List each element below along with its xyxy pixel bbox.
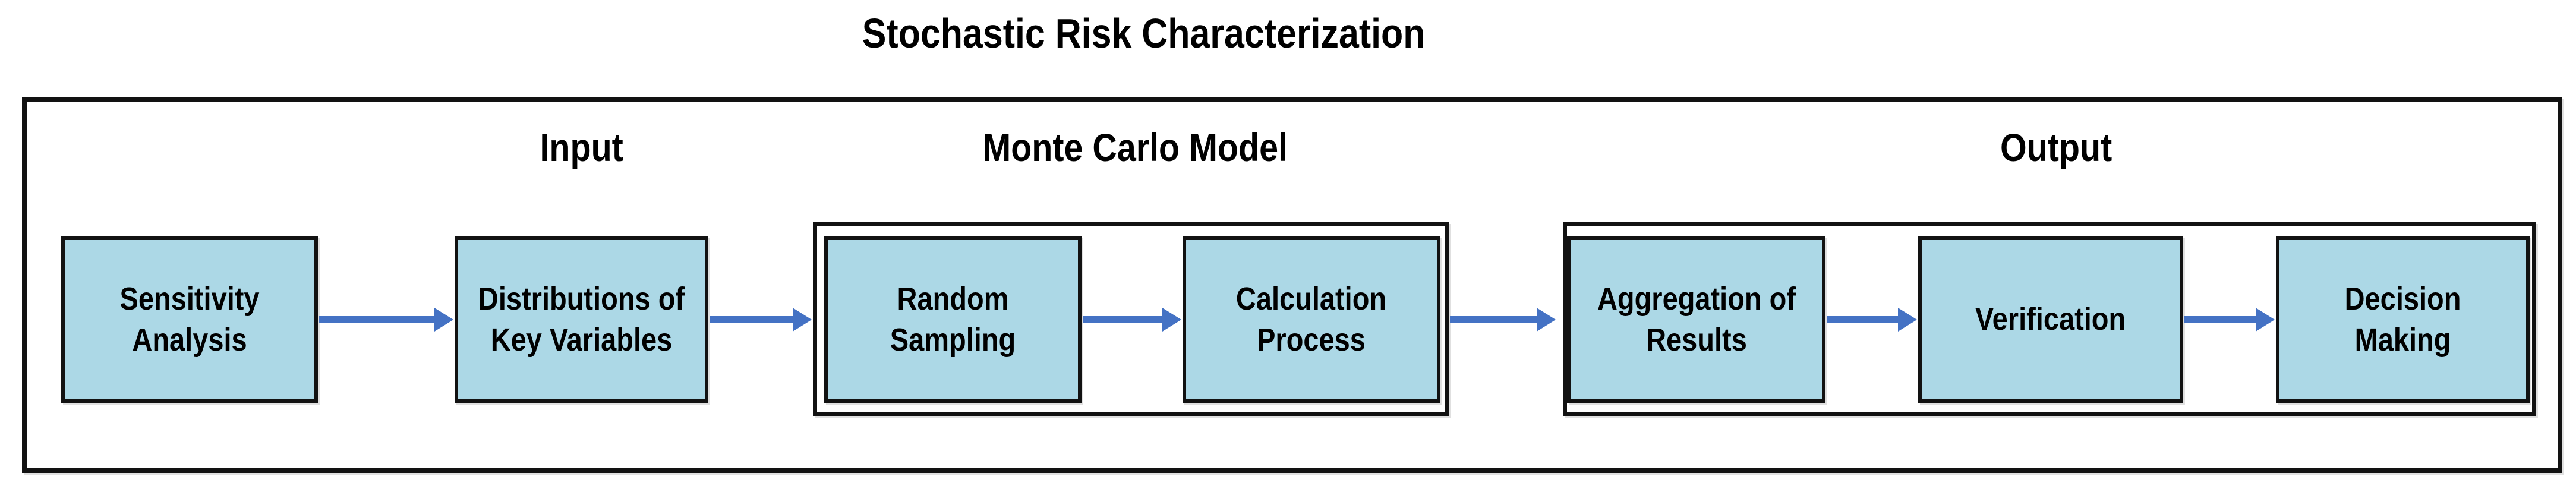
section-label-output: Output — [2000, 125, 2112, 169]
node-decision-making: Decision Making — [2276, 236, 2530, 403]
section-label-input: Input — [540, 125, 624, 169]
node-random-sampling: Random Sampling — [824, 236, 1082, 403]
arrow-random-sampling-to-calculation — [1083, 308, 1181, 332]
diagram-title: Stochastic Risk Characterization — [550, 11, 1738, 56]
node-sensitivity-analysis: Sensitivity Analysis — [61, 236, 318, 403]
diagram-title-text: Stochastic Risk Characterization — [862, 10, 1426, 56]
output-group — [1563, 222, 2536, 416]
arrow-shaft — [1083, 316, 1164, 323]
outer-frame — [22, 97, 2562, 473]
arrow-calculation-to-aggregation — [1450, 308, 1556, 332]
arrow-head-icon — [1537, 308, 1556, 332]
arrow-distributions-to-random-sampling — [710, 308, 812, 332]
node-distributions-of-key-variables-label: Distributions of Key Variables — [478, 280, 685, 358]
node-verification: Verification — [1918, 236, 2183, 403]
arrow-head-icon — [1898, 308, 1917, 332]
node-sensitivity-analysis-label: Sensitivity Analysis — [119, 280, 260, 358]
arrow-shaft — [2184, 316, 2257, 323]
node-aggregation-of-results-label: Aggregation of Results — [1597, 280, 1796, 358]
section-label-monte-carlo-model: Monte Carlo Model — [982, 125, 1288, 169]
arrow-verification-to-decision — [2184, 308, 2275, 332]
arrow-head-icon — [1162, 308, 1181, 332]
arrow-head-icon — [434, 308, 453, 332]
node-verification-label: Verification — [1975, 301, 2126, 337]
arrow-head-icon — [793, 308, 812, 332]
node-calculation-process-label: Calculation Process — [1236, 280, 1387, 358]
arrow-head-icon — [2256, 308, 2275, 332]
node-calculation-process: Calculation Process — [1183, 236, 1440, 403]
arrow-sensitivity-to-distributions — [319, 308, 453, 332]
node-aggregation-of-results: Aggregation of Results — [1567, 236, 1825, 403]
arrow-shaft — [319, 316, 436, 323]
arrow-shaft — [1827, 316, 1899, 323]
node-decision-making-label: Decision Making — [2344, 280, 2461, 358]
node-random-sampling-label: Random Sampling — [890, 280, 1016, 358]
arrow-aggregation-to-verification — [1827, 308, 1917, 332]
arrow-shaft — [710, 316, 794, 323]
arrow-shaft — [1450, 316, 1538, 323]
node-distributions-of-key-variables: Distributions of Key Variables — [455, 236, 708, 403]
monte-carlo-model-group — [813, 222, 1449, 416]
